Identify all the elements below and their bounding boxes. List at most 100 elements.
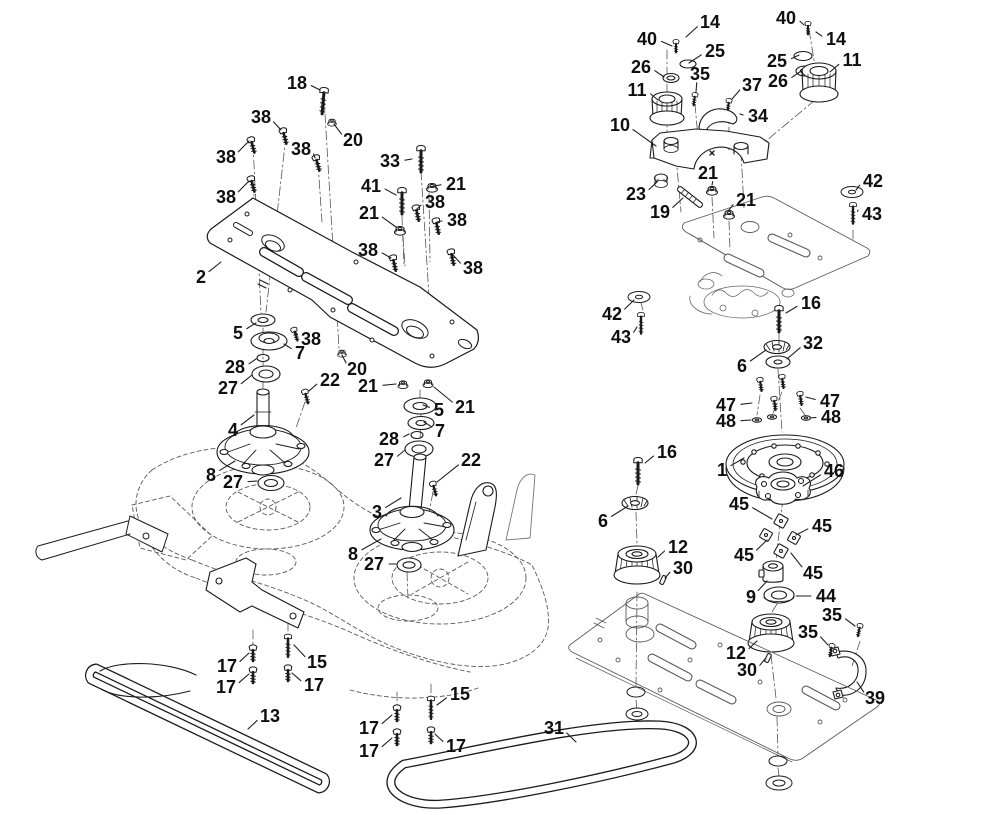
leader-line-part-35 [844, 618, 856, 627]
deck-left-hanger [35, 515, 169, 561]
part-callout-38: 38 [301, 329, 321, 349]
part-callout-1: 1 [717, 460, 727, 480]
part-callout-35: 35 [822, 605, 842, 625]
u-joint-45 [759, 513, 801, 559]
leader-line-part-5 [246, 322, 257, 330]
part-callout-9: 9 [746, 587, 756, 607]
idler-bracket-assembly [649, 20, 839, 220]
leader-line-part-13 [247, 720, 258, 730]
leader-line-part-48 [809, 416, 817, 419]
part-callout-47: 47 [820, 391, 840, 411]
part-callout-27: 27 [223, 472, 243, 492]
part-callout-34: 34 [748, 106, 768, 126]
part-callout-17: 17 [216, 677, 236, 697]
leader-line-part-17 [381, 737, 393, 748]
part-callout-18: 18 [287, 73, 307, 93]
part-callout-2: 2 [196, 267, 206, 287]
part-callout-21: 21 [358, 376, 378, 396]
star-washer-6-left [621, 495, 649, 511]
leader-line-part-28 [403, 433, 410, 438]
leader-line-part-38 [452, 254, 461, 264]
leader-line-part-38 [313, 153, 316, 159]
washer-bolt-pair-left [627, 291, 651, 335]
part-callout-6: 6 [598, 511, 608, 531]
part-callout-31: 31 [544, 718, 564, 738]
part-callout-17: 17 [304, 675, 324, 695]
leader-line-part-6 [749, 349, 767, 362]
part-callout-14: 14 [826, 29, 846, 49]
leader-line-part-38 [294, 330, 299, 336]
leader-line-part-9 [757, 580, 768, 592]
leader-line-part-12 [748, 640, 758, 650]
leader-line-part-4 [240, 414, 255, 426]
part-callout-21: 21 [455, 397, 475, 417]
part-callout-7: 7 [295, 343, 305, 363]
leader-line-part-38 [416, 204, 422, 210]
leader-line-part-38 [436, 220, 443, 223]
leader-line-part-2 [208, 261, 222, 273]
part-callout-3: 3 [372, 502, 382, 522]
leader-line-part-45 [752, 507, 773, 520]
part-callout-17: 17 [359, 718, 379, 738]
adapter-9 [758, 560, 784, 583]
part-callout-47: 47 [716, 395, 736, 415]
leader-line-part-16 [785, 305, 798, 314]
part-callout-12: 12 [668, 537, 688, 557]
part-callout-25: 25 [767, 51, 787, 71]
part-callout-38: 38 [251, 107, 271, 127]
frame-plate-lower-ghost [568, 592, 880, 763]
part-callout-20: 20 [347, 359, 367, 379]
leader-line-part-17 [381, 714, 393, 725]
part-callout-23: 23 [626, 184, 646, 204]
part-callout-45: 45 [812, 516, 832, 536]
leader-line-part-38 [237, 140, 250, 153]
leader-line-part-43 [633, 326, 638, 333]
part-callout-30: 30 [737, 660, 757, 680]
leader-line-part-32 [786, 347, 801, 360]
leader-line-part-17 [239, 652, 250, 662]
part-callout-17: 17 [217, 656, 237, 676]
part-callout-43: 43 [862, 204, 882, 224]
leader-line-part-5 [422, 404, 431, 408]
leader-line-part-35 [695, 82, 698, 93]
leader-line-part-19 [672, 197, 684, 208]
part-callout-16: 16 [657, 442, 677, 462]
leader-line-part-46 [802, 474, 822, 487]
part-callout-33: 33 [380, 151, 400, 171]
part-callout-44: 44 [816, 586, 836, 606]
part-callout-27: 27 [364, 554, 384, 574]
part-callout-40: 40 [776, 8, 796, 28]
part-callout-17: 17 [359, 741, 379, 761]
part-callout-46: 46 [824, 461, 844, 481]
belt-guard-plate [206, 197, 480, 368]
leader-line-part-25 [688, 54, 702, 64]
pulley-11-left [649, 91, 685, 126]
leader-line-part-7 [423, 421, 432, 428]
leader-line-part-27 [240, 374, 253, 385]
leader-line-part-45 [790, 552, 803, 568]
part-callout-45: 45 [803, 563, 823, 583]
part-callout-8: 8 [206, 465, 216, 485]
bearing-44 [763, 586, 795, 604]
star-washer-6-right [763, 339, 791, 355]
part-callout-20: 20 [343, 130, 363, 150]
leader-line-part-14 [685, 26, 698, 38]
leader-line-part-21 [433, 386, 453, 403]
part-callout-13: 13 [260, 706, 280, 726]
part-callout-11: 11 [842, 50, 861, 70]
leader-line-part-26 [654, 70, 665, 78]
part-callout-32: 32 [803, 333, 823, 353]
spindle-assembly-right [299, 379, 455, 573]
belt-31 [386, 720, 697, 809]
pulley-12-right [747, 613, 795, 653]
stud-19 [676, 186, 704, 208]
part-callout-14: 14 [700, 12, 720, 32]
leader-line-part-1 [730, 457, 745, 467]
pulley-11-right [799, 62, 839, 103]
part-callout-38: 38 [463, 258, 483, 278]
leader-line-part-8 [219, 460, 236, 472]
leader-line-part-8 [361, 538, 382, 551]
part-callout-28: 28 [379, 429, 399, 449]
